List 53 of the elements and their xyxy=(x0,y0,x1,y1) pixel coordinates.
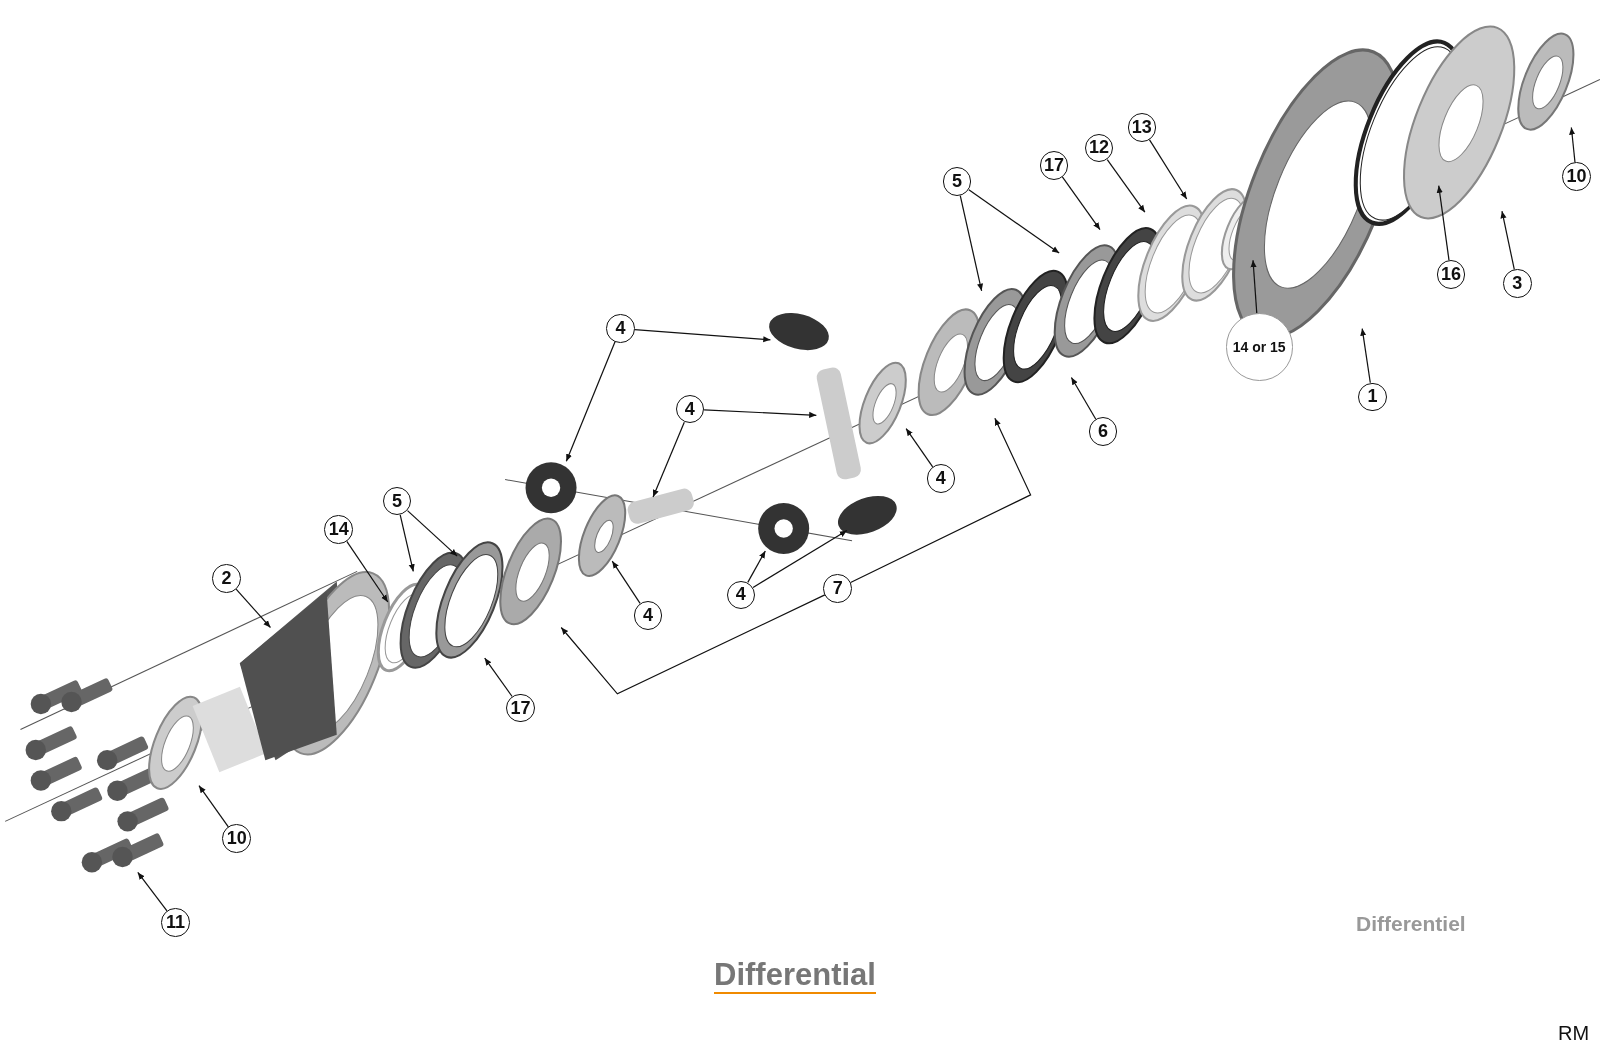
leader-line xyxy=(235,588,272,629)
callout-number: 2 xyxy=(212,564,241,593)
callout-number: 12 xyxy=(1084,133,1114,163)
callout-number: 11 xyxy=(161,908,190,937)
callout-number: 16 xyxy=(1436,260,1466,289)
leader-line xyxy=(137,871,168,912)
leader-line xyxy=(959,194,984,292)
leader-line xyxy=(1360,327,1371,384)
leader-line xyxy=(560,594,826,695)
leader-line xyxy=(611,560,641,604)
callout-number: 5 xyxy=(942,167,972,196)
leader-line xyxy=(406,510,458,557)
leader-line xyxy=(752,529,848,589)
leader-line xyxy=(565,341,616,462)
callout-number: 6 xyxy=(1088,417,1118,446)
leader-line xyxy=(1148,139,1188,200)
callout-number: 10 xyxy=(222,824,251,854)
callout-number: 4 xyxy=(633,601,663,630)
callout-number: 17 xyxy=(1039,151,1069,180)
callout-number: 7 xyxy=(823,574,853,604)
diagram-title: Differential xyxy=(714,958,876,994)
callout-number: 14 xyxy=(324,515,354,544)
callout-number: 13 xyxy=(1127,113,1157,142)
leader-line xyxy=(1106,158,1146,213)
leader-line xyxy=(652,421,685,498)
callout-number: 4 xyxy=(926,464,956,493)
leader-line xyxy=(1436,185,1450,261)
leader-line xyxy=(703,409,817,418)
leader-line xyxy=(399,514,415,572)
leader-line xyxy=(905,427,934,468)
callout-number: 17 xyxy=(506,693,535,723)
drafter-initials: RM xyxy=(1558,1022,1590,1045)
callout-number: 1 xyxy=(1358,382,1387,412)
drawing-name: Differentiel xyxy=(1356,912,1466,936)
leader-line xyxy=(1569,126,1576,163)
leader-line xyxy=(850,417,1032,584)
leader-line xyxy=(747,550,766,583)
leader-line xyxy=(1250,259,1258,314)
callout-number: 4 xyxy=(606,314,635,343)
callout-number: 14 or 15 xyxy=(1225,313,1293,381)
leader-line xyxy=(1500,210,1515,271)
leader-line xyxy=(634,329,771,343)
leader-line xyxy=(1061,176,1101,231)
callout-number: 10 xyxy=(1562,162,1591,191)
leader-line xyxy=(484,657,513,698)
leader-line xyxy=(198,785,230,828)
callout-number: 4 xyxy=(726,580,756,610)
leader-line xyxy=(1070,376,1097,420)
callout-number: 3 xyxy=(1503,269,1532,298)
leader-line xyxy=(346,540,389,603)
callout-number: 4 xyxy=(675,394,705,424)
leader-line xyxy=(968,189,1060,254)
callout-number: 5 xyxy=(382,486,412,516)
